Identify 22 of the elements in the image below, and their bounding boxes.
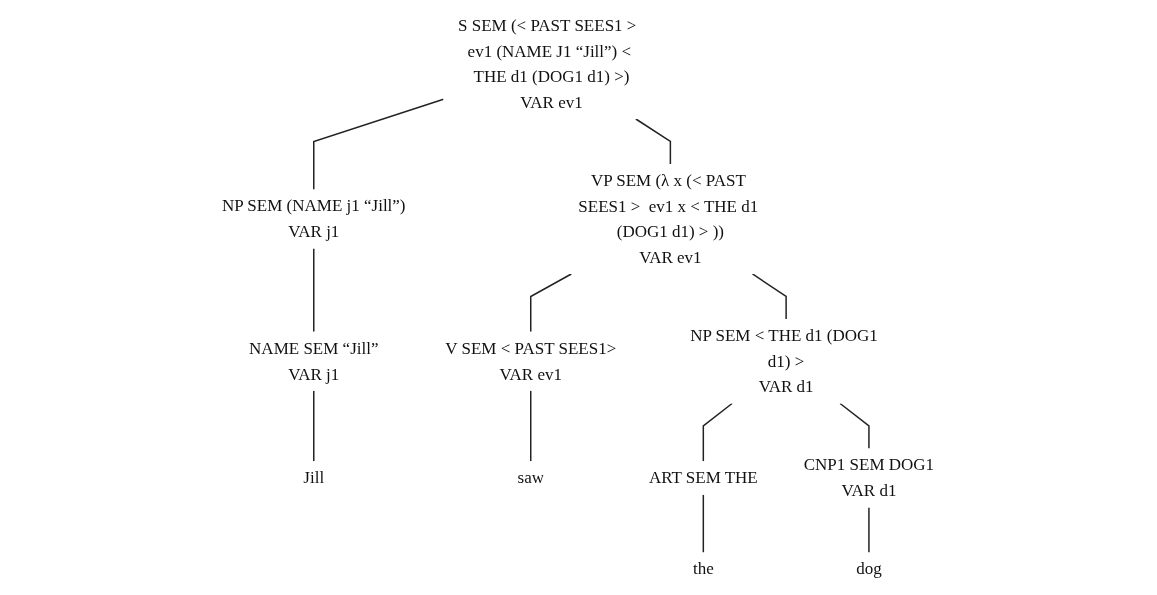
- connector: [839, 402, 871, 450]
- connector: [530, 390, 532, 462]
- node-text: NP SEM < THE d1 (DOG1 d1) > VAR d1: [690, 325, 879, 396]
- connector: [703, 494, 705, 554]
- node-text: NP SEM (NAME j1 “Jill”) VAR j1: [222, 196, 406, 241]
- node-text: NAME SEM “Jill” VAR j1: [249, 338, 379, 384]
- node-text: Jill: [303, 468, 325, 488]
- node-text: V SEM < PAST SEES1> VAR ev1: [445, 338, 617, 384]
- connector: [635, 118, 672, 165]
- connector: [313, 247, 315, 333]
- connector: [313, 98, 445, 191]
- node-text: the: [693, 559, 715, 579]
- node-text: saw: [517, 468, 545, 488]
- node-text: dog: [856, 559, 883, 579]
- node-text: ART SEM THE: [649, 468, 759, 488]
- node-text: CNP1 SEM DOG1 VAR d1: [804, 455, 935, 500]
- connector: [703, 402, 734, 462]
- connector: [868, 506, 871, 554]
- node-text: VP SEM (λ x (< PAST SEES1 > ev1 x < THE d1 (DOG1 d1) > )) VAR ev1: [578, 171, 759, 267]
- connector: [752, 273, 788, 320]
- node-text: S SEM (< PAST SEES1 > ev1 (NAME J1 “Jill”) < THE d1 (DOG1 d1) >) VAR ev1: [458, 16, 637, 112]
- connector: [313, 390, 315, 462]
